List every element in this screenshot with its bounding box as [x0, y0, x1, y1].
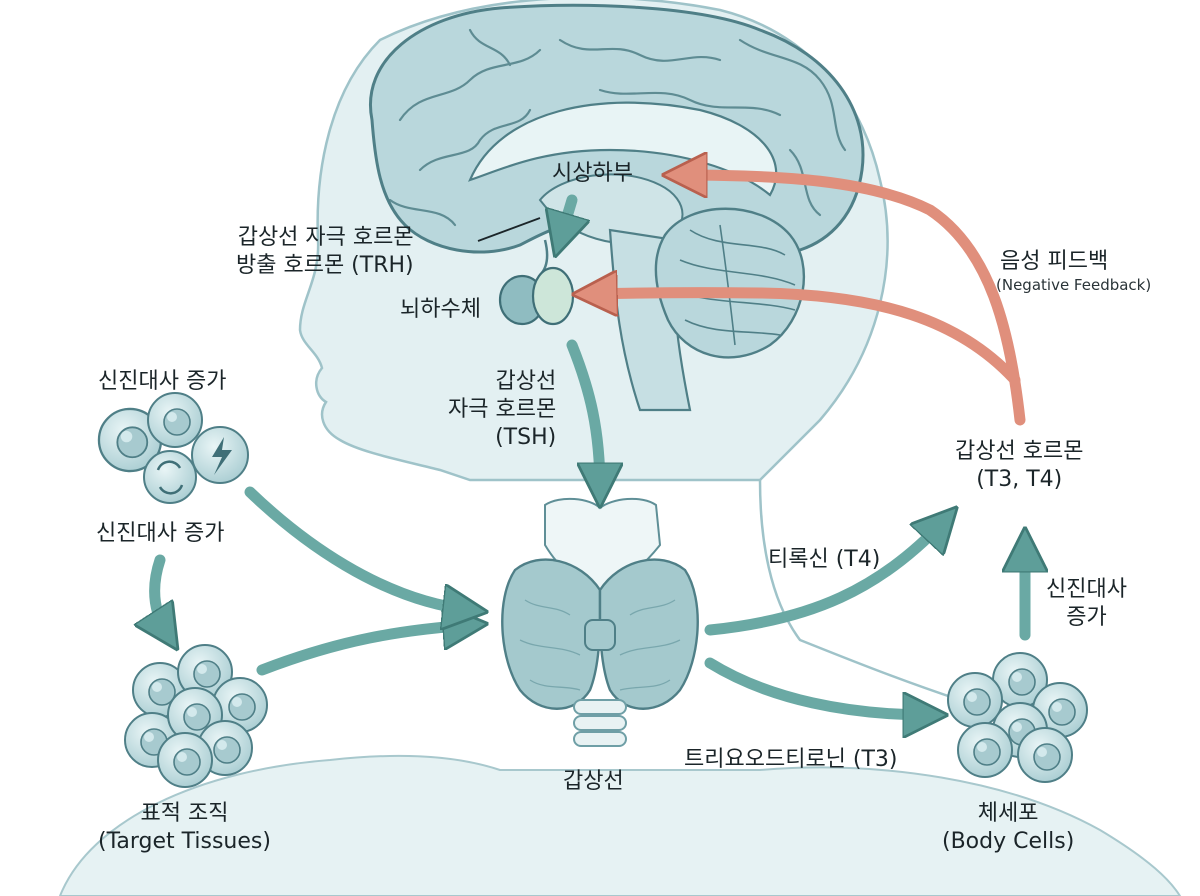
brain-illustration — [369, 3, 865, 412]
hypothalamus-label: 시상하부 — [552, 161, 633, 186]
cerebellum — [654, 207, 805, 359]
t4-arrow — [704, 520, 945, 636]
metabolism-right-label: 신진대사 증가 — [1046, 577, 1127, 630]
tissue-to-thyroid-arrow — [256, 625, 470, 676]
feedback-to-pituitary — [590, 293, 1021, 386]
pituitary-gland — [498, 239, 575, 326]
pituitary-label: 뇌하수체 — [400, 297, 481, 322]
metabolism-to-tissue-arrow — [155, 554, 168, 635]
tsh-label: 갑상선 자극 호르몬 (TSH) — [448, 369, 557, 450]
thyroid-label: 갑상선 — [563, 769, 624, 794]
metabolism-cells-left — [97, 392, 249, 504]
t3-arrow — [704, 657, 930, 715]
target-tissues-label: 표적 조직 (Target Tissues) — [98, 801, 271, 854]
metabolism-to-thyroid-arrow — [244, 486, 470, 610]
body-cells-label: 체세포 (Body Cells) — [942, 801, 1075, 854]
negative-feedback-arrows — [590, 175, 1026, 426]
target-tissue-cells — [124, 644, 268, 788]
trh-label: 갑상선 자극 호르몬 방출 호르몬 (TRH) — [236, 225, 414, 278]
hormone-flow-arrows — [155, 194, 1025, 715]
tsh-arrow — [566, 339, 600, 490]
metabolism-top-label: 신진대사 증가 — [98, 369, 227, 394]
triiodothyronine-label: 트리요오드티로닌 (T3) — [684, 747, 898, 772]
trh-leader-line — [477, 217, 541, 242]
feedback-to-hypothalamus — [680, 175, 1026, 426]
thyroid-gland — [501, 497, 699, 747]
thyroid-hormone-label: 갑상선 호르몬 (T3, T4) — [955, 439, 1084, 492]
thyroxine-label: 티록신 (T4) — [768, 547, 881, 572]
trh-arrow — [560, 194, 572, 240]
body-cells — [947, 652, 1088, 783]
negative-feedback-en-label: (Negative Feedback) — [996, 276, 1152, 294]
metabolism-mid-label: 신진대사 증가 — [96, 521, 225, 546]
negative-feedback-label: 음성 피드백 — [1000, 249, 1109, 274]
